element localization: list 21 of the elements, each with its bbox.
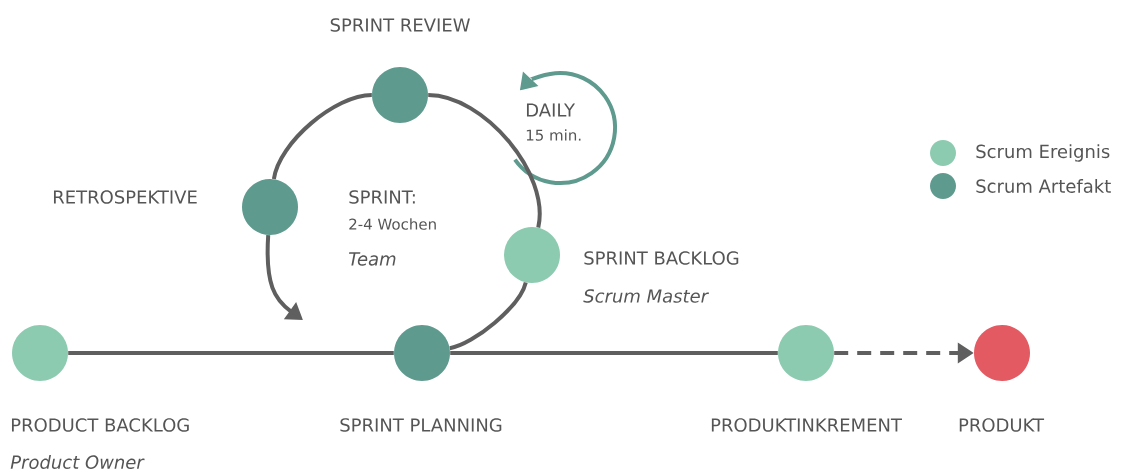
text-label: DAILY bbox=[527, 103, 576, 117]
connector bbox=[449, 281, 528, 351]
node-label: PRODUCT BACKLOG bbox=[12, 418, 189, 432]
node-label: PRODUKT bbox=[959, 418, 1045, 432]
node-label: RETROSPEKTIVE bbox=[54, 190, 197, 204]
connector bbox=[68, 351, 394, 355]
text-label: 2-4 Wochen bbox=[349, 218, 436, 230]
text-label: SPRINT: bbox=[349, 190, 415, 204]
node-label: SPRINT REVIEW bbox=[330, 18, 470, 32]
text-label: Team bbox=[349, 252, 396, 266]
connector bbox=[450, 351, 778, 355]
legend-label: Scrum Ereignis bbox=[976, 144, 1110, 162]
node-label: SPRINT PLANNING bbox=[340, 418, 502, 432]
connector bbox=[428, 93, 542, 228]
legend-label: Scrum Artefakt bbox=[976, 179, 1111, 193]
text-label: 15 min. bbox=[526, 129, 581, 141]
node-label: SPRINT BACKLOG bbox=[584, 251, 739, 265]
node-label: PRODUKTINKREMENT bbox=[711, 418, 902, 432]
connector bbox=[271, 93, 372, 180]
node-label: Product Owner bbox=[10, 455, 145, 469]
node-label: Scrum Master bbox=[583, 289, 709, 303]
